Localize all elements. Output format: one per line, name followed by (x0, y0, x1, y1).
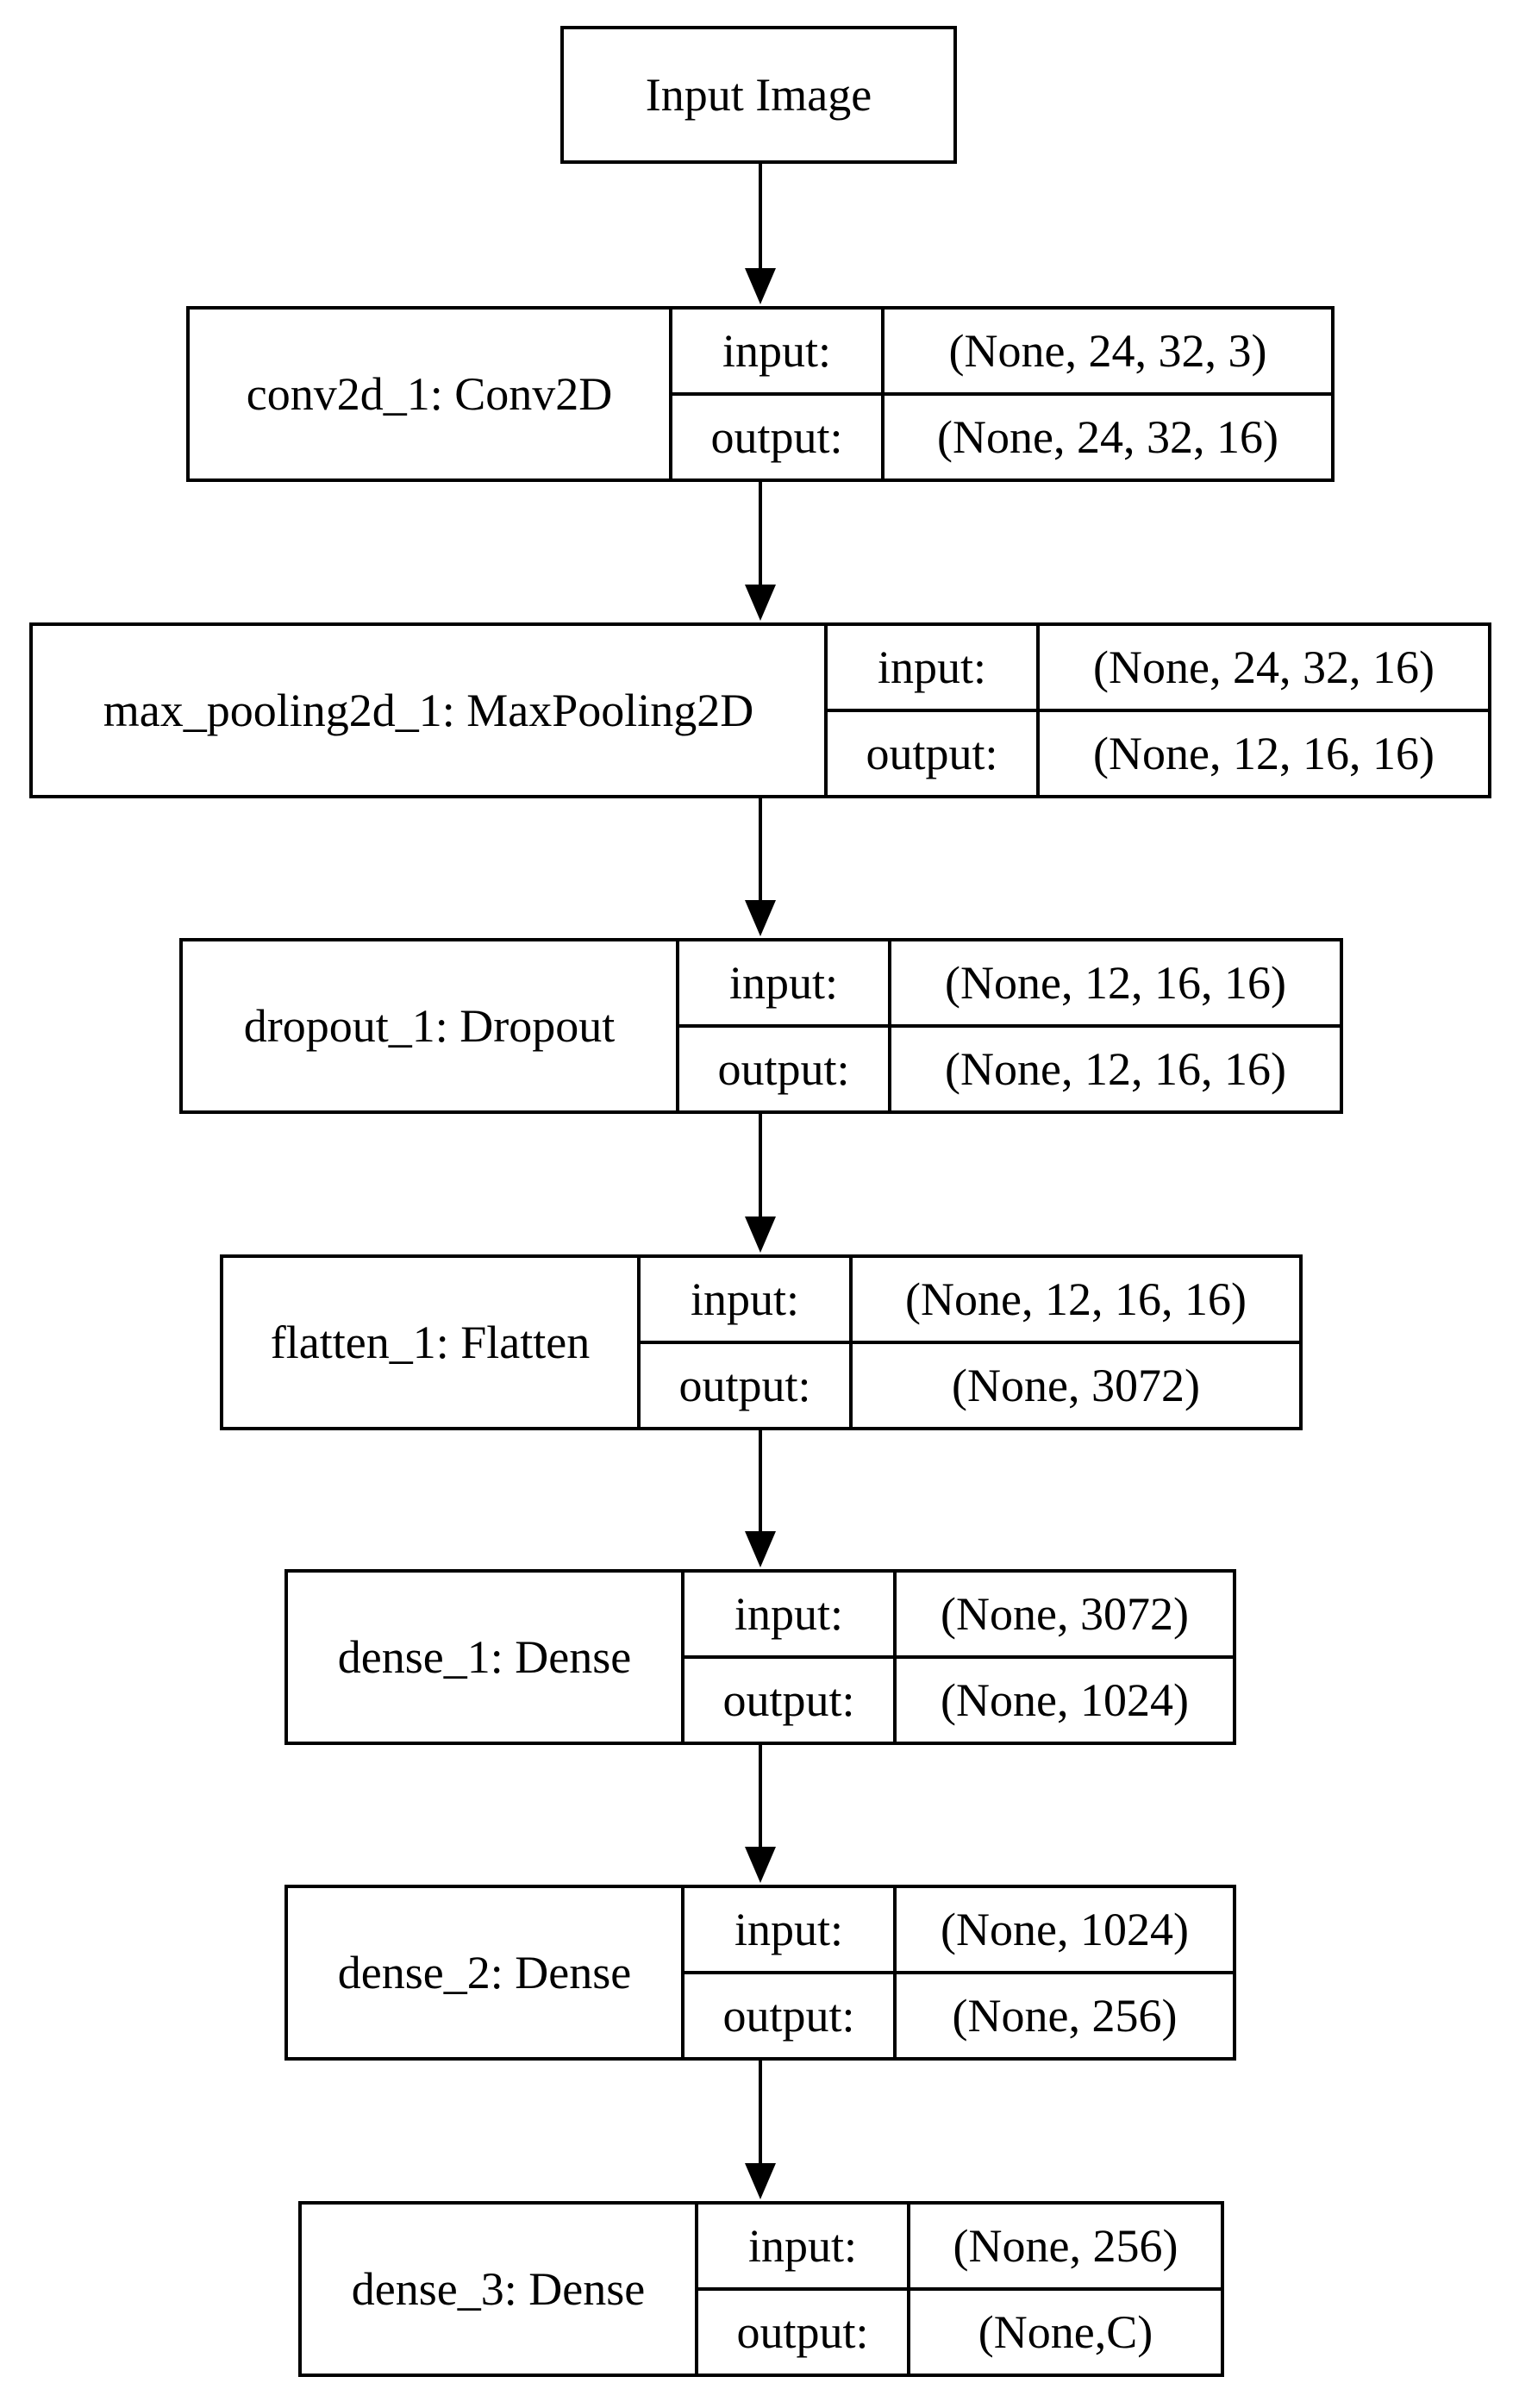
input-label: input: (641, 1258, 849, 1344)
input-shape: (None, 24, 32, 16) (1040, 626, 1488, 712)
output-label: output: (717, 1043, 850, 1095)
output-shape: (None, 3072) (952, 1360, 1200, 1411)
input-label: input: (828, 626, 1036, 712)
output-label: output: (722, 1674, 855, 1726)
layer-name: conv2d_1: Conv2D (190, 310, 672, 478)
layer-name: dense_2: Dense (288, 1888, 684, 2057)
arrowhead-icon (745, 268, 776, 304)
layer-dense-1: dense_1: Dense input: output: (None, 307… (284, 1569, 1236, 1745)
layer-max-pooling2d-1: max_pooling2d_1: MaxPooling2D input: out… (29, 622, 1491, 798)
output-shape: (None, 24, 32, 16) (937, 411, 1278, 463)
input-shape: (None, 12, 16, 16) (891, 941, 1340, 1028)
input-shape: (None, 256) (910, 2205, 1221, 2291)
arrowhead-icon (745, 1217, 776, 1253)
output-label: output: (866, 728, 998, 779)
output-shape: (None, 12, 16, 16) (1093, 728, 1435, 779)
input-shape: (None, 1024) (897, 1888, 1233, 1974)
layer-name: dropout_1: Dropout (183, 941, 679, 1110)
input-shape: (None, 12, 16, 16) (853, 1258, 1299, 1344)
output-label: output: (722, 1990, 855, 2042)
output-label: output: (736, 2306, 869, 2358)
arrowhead-icon (745, 1847, 776, 1883)
output-shape: (None, 12, 16, 16) (945, 1043, 1286, 1095)
input-shape: (None, 3072) (897, 1573, 1233, 1659)
layer-dense-3: dense_3: Dense input: output: (None, 256… (298, 2201, 1224, 2377)
output-shape: (None, 1024) (941, 1674, 1189, 1726)
arrowhead-icon (745, 585, 776, 621)
layer-dense-2: dense_2: Dense input: output: (None, 102… (284, 1885, 1236, 2061)
input-label: input: (672, 310, 881, 396)
arrowhead-icon (745, 2163, 776, 2199)
input-label: input: (684, 1888, 893, 1974)
layer-name: max_pooling2d_1: MaxPooling2D (33, 626, 828, 795)
input-label: input: (698, 2205, 907, 2291)
output-label: output: (678, 1360, 811, 1411)
input-label: input: (684, 1573, 893, 1659)
output-shape: (None, 256) (952, 1990, 1178, 2042)
arrowhead-icon (745, 900, 776, 936)
input-shape: (None, 24, 32, 3) (885, 310, 1331, 396)
layer-name: flatten_1: Flatten (223, 1258, 641, 1427)
layer-name: dense_3: Dense (302, 2205, 698, 2374)
output-shape: (None,C) (978, 2306, 1153, 2358)
input-label: input: (679, 941, 888, 1028)
layer-dropout-1: dropout_1: Dropout input: output: (None,… (179, 938, 1343, 1114)
layer-flatten-1: flatten_1: Flatten input: output: (None,… (220, 1254, 1303, 1430)
layer-name: dense_1: Dense (288, 1573, 684, 1742)
output-label: output: (710, 411, 843, 463)
input-image-label: Input Image (645, 69, 872, 121)
layer-conv2d-1: conv2d_1: Conv2D input: output: (None, 2… (186, 306, 1335, 482)
arrowhead-icon (745, 1531, 776, 1567)
input-image-node: Input Image (560, 26, 957, 164)
